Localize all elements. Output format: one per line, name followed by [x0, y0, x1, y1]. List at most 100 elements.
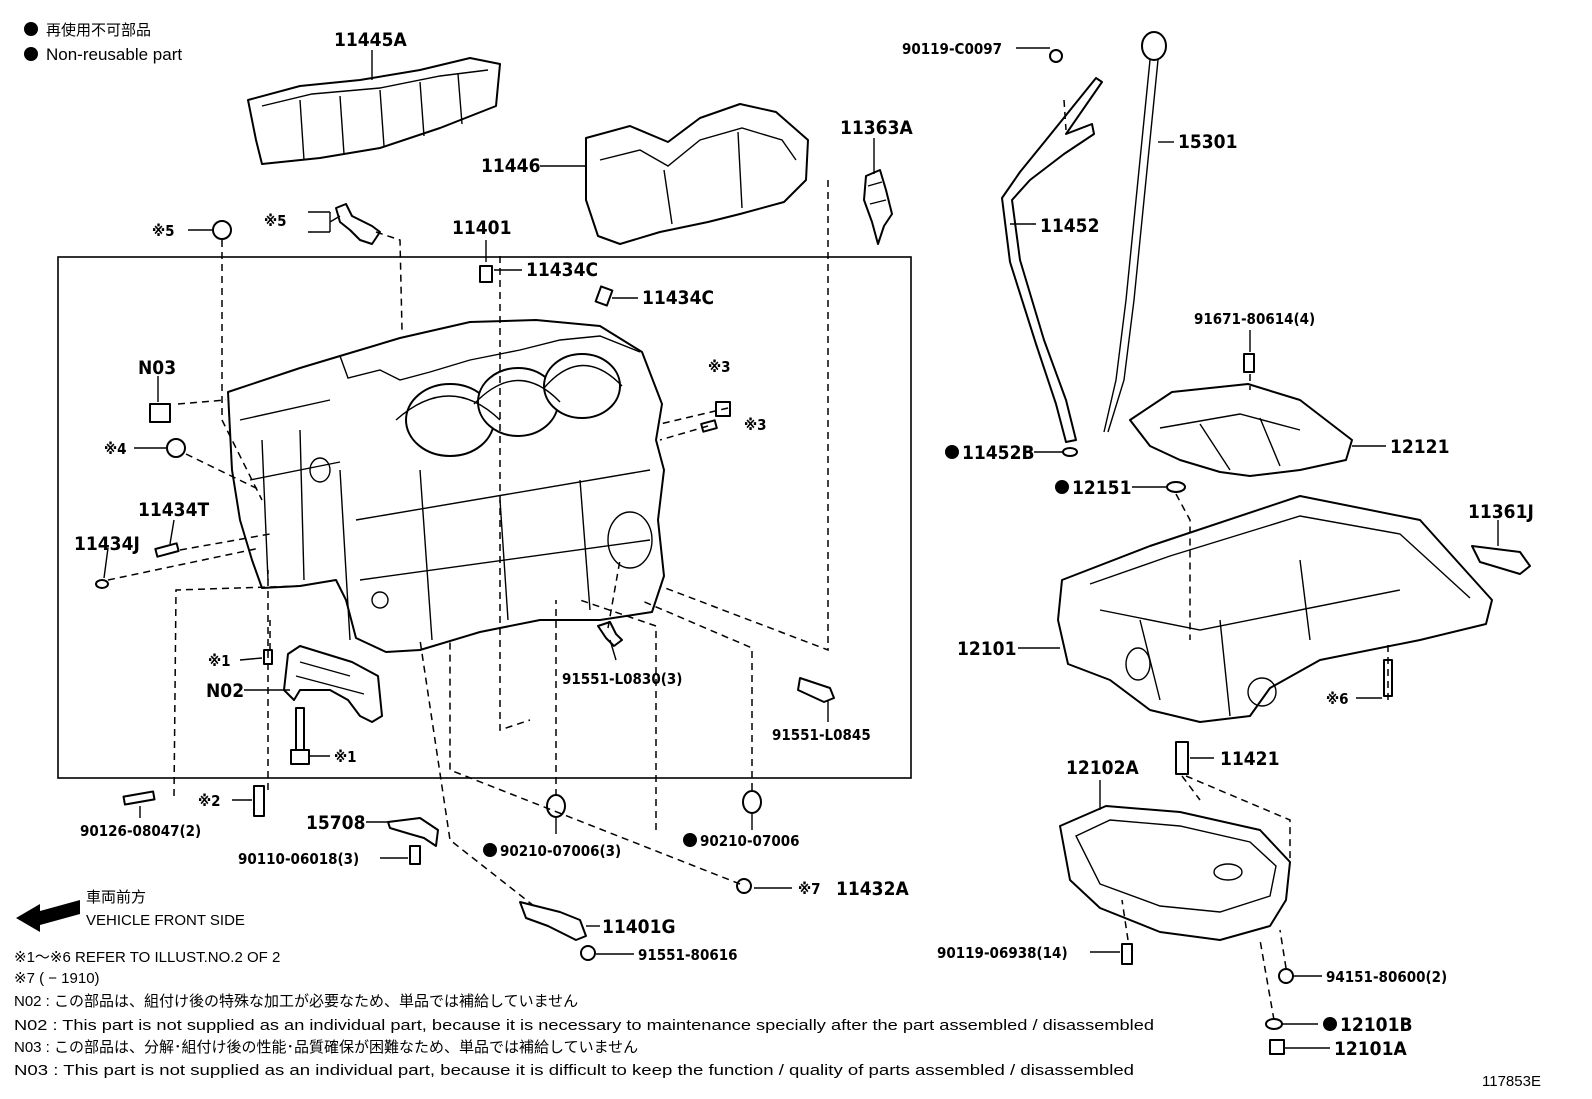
label-90119-C0097: 90119-C0097 — [902, 40, 1002, 58]
note-N02-en: N02 : This part is not supplied as an in… — [14, 1017, 1154, 1034]
label-12101: 12101 — [957, 638, 1016, 660]
bolt-shape — [290, 707, 310, 765]
part-15708-shape — [387, 817, 439, 847]
part-11434J-shape — [95, 579, 109, 589]
part-12101B-shape — [1265, 1018, 1283, 1030]
part-12151-shape — [1166, 481, 1186, 493]
part-90110-06018-shape — [409, 845, 421, 865]
non-reusable-dot-icon — [24, 22, 38, 36]
part-N03-shape — [149, 403, 171, 423]
part-15301-shape — [1103, 31, 1167, 433]
part-90119-C0097-shape — [1049, 49, 1063, 63]
note-N02-jp: N02 : この部品は、組付け後の特殊な加工が必要なため、単品では補給していませ… — [14, 993, 578, 1010]
label-12121: 12121 — [1390, 436, 1449, 458]
label-15708: 15708 — [306, 812, 365, 834]
pin-r3b-shape — [700, 419, 718, 433]
part-N02-shape — [283, 645, 383, 723]
plug-r5a-shape — [212, 220, 232, 240]
plug-r5b-shape — [335, 203, 381, 245]
label-11432A: 11432A — [836, 878, 909, 900]
label-91551-L0830: 91551-L0830(3) — [562, 670, 682, 688]
non-reusable-dot-icon — [483, 843, 497, 857]
label-11401G: 11401G — [602, 916, 676, 938]
part-12102A-shape — [1059, 805, 1291, 941]
part-12101A-shape — [1269, 1039, 1285, 1055]
part-11434C-a-shape — [479, 265, 493, 283]
non-reusable-dot-icon — [1323, 1017, 1337, 1031]
label-11401: 11401 — [452, 217, 511, 239]
label-11434C-b: 11434C — [642, 287, 714, 309]
front-arrow-icon — [16, 900, 80, 932]
ref-mark-7: ※7 — [798, 880, 821, 898]
label-91671-80614: 91671-80614(4) — [1194, 310, 1315, 328]
label-11421: 11421 — [1220, 748, 1279, 770]
part-11452-shape — [1001, 77, 1103, 443]
legend: 再使用不可部品 Non-reusable part — [24, 22, 182, 64]
label-11452: 11452 — [1040, 215, 1099, 237]
label-91551-L0845: 91551-L0845 — [772, 726, 871, 744]
label-11446: 11446 — [481, 155, 540, 177]
part-11446-shape — [585, 103, 809, 245]
part-91671-80614-shape — [1243, 353, 1255, 373]
ref-mark-3b: ※3 — [744, 416, 767, 434]
part-11434C-b-shape — [594, 285, 614, 307]
ref-mark-5b: ※5 — [264, 212, 287, 230]
label-N02: N02 — [206, 680, 244, 702]
part-11401G-shape — [519, 901, 587, 941]
legend-en: Non-reusable part — [46, 45, 182, 64]
part-91551-80616-shape — [580, 945, 596, 961]
pin-r2-shape — [253, 785, 265, 817]
part-90210-07006-shape — [742, 790, 762, 814]
label-90126-08047: 90126-08047(2) — [80, 822, 201, 840]
note-N03-jp: N03 : この部品は、分解･組付け後の性能･品質確保が困難なため、単品では補給… — [14, 1038, 638, 1056]
bolt-r6-shape — [1383, 659, 1393, 697]
label-11445A: 11445A — [334, 29, 407, 51]
reference-marks: ※5 ※5 ※3 ※3 ※4 ※1 ※1 ※2 ※6 ※7 — [104, 212, 1349, 898]
ref-mark-1b: ※1 — [334, 748, 357, 766]
leader-lines — [103, 47, 1499, 1049]
cylinder-block-shape — [227, 319, 665, 653]
label-11434C-a: 11434C — [526, 259, 598, 281]
part-91551-L0845-shape — [797, 677, 835, 703]
part-11434T-shape — [154, 542, 180, 558]
note-r7-range: ※7 ( − 1910) — [14, 970, 100, 987]
ref-mark-2: ※2 — [198, 792, 221, 810]
legend-jp: 再使用不可部品 — [46, 22, 151, 39]
label-90210-07006-3: 90210-07006(3) — [500, 842, 621, 860]
assembly-lines — [107, 99, 1389, 1021]
part-11361J-shape — [1471, 545, 1531, 575]
label-12151: 12151 — [1072, 477, 1131, 499]
non-reusable-dot-icon — [1055, 480, 1069, 494]
ref-mark-5a: ※5 — [152, 222, 175, 240]
front-label-jp: 車両前方 — [86, 889, 146, 906]
non-reusable-dot-icon — [24, 47, 38, 61]
part-11421-shape — [1175, 741, 1189, 775]
part-94151-80600-shape — [1278, 968, 1294, 984]
part-11452B-shape — [1062, 447, 1078, 457]
footnotes: ※1～※6 REFER TO ILLUST.NO.2 OF 2 ※7 ( − 1… — [14, 949, 1154, 1079]
label-N03: N03 — [138, 357, 176, 379]
part-12121-shape — [1129, 383, 1353, 477]
part-90210-07006-3-shape — [546, 794, 566, 818]
label-12101B: 12101B — [1340, 1014, 1413, 1036]
vehicle-front-indicator: 車両前方 VEHICLE FRONT SIDE — [16, 889, 245, 932]
non-reusable-dot-icon — [683, 833, 697, 847]
part-91551-L0830-shape — [597, 621, 623, 647]
label-90110-06018: 90110-06018(3) — [238, 850, 359, 868]
label-12102A: 12102A — [1066, 757, 1139, 779]
illustration-code: 117853E — [1482, 1073, 1541, 1090]
plug-r4-shape — [166, 438, 186, 458]
label-15301: 15301 — [1178, 131, 1237, 153]
label-90119-06938: 90119-06938(14) — [937, 944, 1068, 962]
part-90126-08047-shape — [122, 790, 156, 806]
ref-mark-4: ※4 — [104, 440, 127, 458]
part-90119-06938-shape — [1121, 943, 1133, 965]
cylinder-bore-3 — [543, 353, 621, 419]
label-11434J: 11434J — [74, 533, 140, 555]
label-11363A: 11363A — [840, 117, 913, 139]
part-11432A-shape — [736, 878, 752, 894]
non-reusable-dot-icon — [945, 445, 959, 459]
part-11363A-shape — [863, 169, 893, 245]
